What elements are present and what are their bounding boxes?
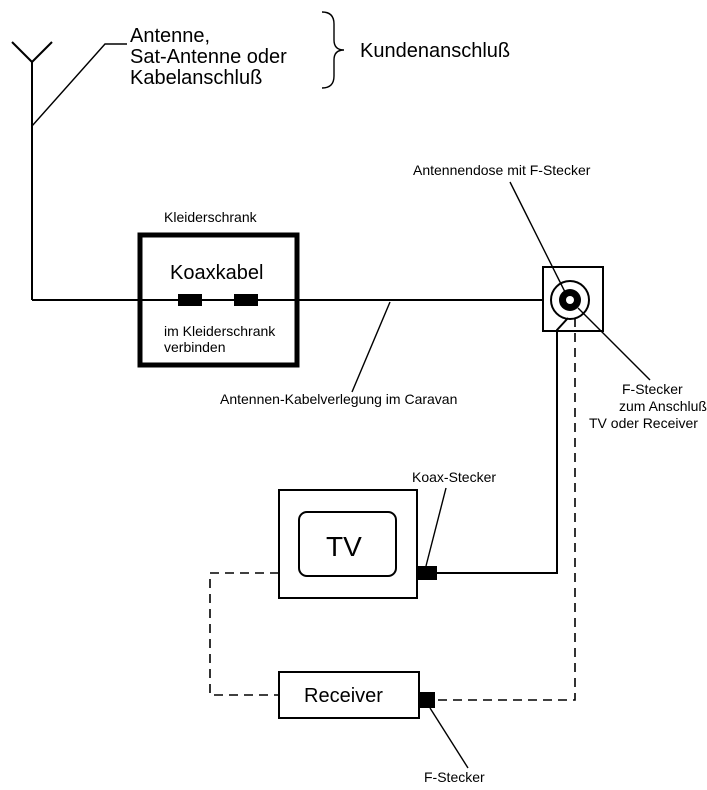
receiver-label: Receiver bbox=[304, 685, 383, 707]
antenna-leader-line bbox=[31, 43, 127, 127]
fplug-leader bbox=[577, 307, 651, 381]
customer-connection-label: Kundenanschluß bbox=[360, 40, 510, 62]
curly-brace bbox=[321, 11, 345, 89]
antenna-socket-ring-outer bbox=[550, 280, 590, 320]
wardrobe-note-line2: verbinden bbox=[164, 339, 226, 355]
tv-outer-box bbox=[278, 489, 418, 599]
receiver-fplug-leader bbox=[429, 707, 469, 769]
tv-label: TV bbox=[326, 531, 362, 562]
receiver-fcable-dashed bbox=[437, 318, 576, 701]
socket-leader bbox=[509, 181, 569, 299]
coax-plug-leader bbox=[425, 487, 447, 567]
coax-plug-label: Koax-Stecker bbox=[412, 469, 496, 485]
wardrobe-title: Kleiderschrank bbox=[164, 209, 258, 225]
wardrobe-note-line1: im Kleiderschrank bbox=[164, 323, 276, 339]
antenna-label-line1: Antenne, bbox=[130, 25, 210, 47]
coax-plug-connector bbox=[417, 566, 437, 580]
cable-routing-label: Antennen-Kabelverlegung im Caravan bbox=[220, 391, 457, 407]
receiver-fplug-label: F-Stecker bbox=[424, 769, 485, 785]
socket-label: Antennendose mit F-Stecker bbox=[413, 162, 591, 178]
antenna-socket-box bbox=[542, 266, 604, 332]
receiver-fplug-connector bbox=[419, 692, 435, 708]
fplug-label-line2: zum Anschluß bbox=[619, 398, 707, 414]
coax-connector-left bbox=[178, 294, 202, 306]
fplug-label-line3: TV oder Receiver bbox=[589, 415, 698, 431]
antenna-icon bbox=[11, 41, 53, 300]
coax-cable-label: Koaxkabel bbox=[170, 262, 263, 284]
antenna-label-line2: Sat-Antenne oder bbox=[130, 46, 287, 68]
fplug-label-line1: F-Stecker bbox=[622, 381, 683, 397]
wardrobe-box bbox=[137, 232, 300, 368]
antenna-label-line3: Kabelanschluß bbox=[130, 67, 262, 89]
tv-screen bbox=[298, 511, 397, 577]
cable-routing-leader bbox=[351, 301, 391, 393]
tv-coax-cable bbox=[436, 317, 569, 574]
antenna-socket-pin bbox=[566, 296, 574, 304]
tv-receiver-dashed-link bbox=[209, 572, 279, 696]
coax-connector-right bbox=[234, 294, 258, 306]
